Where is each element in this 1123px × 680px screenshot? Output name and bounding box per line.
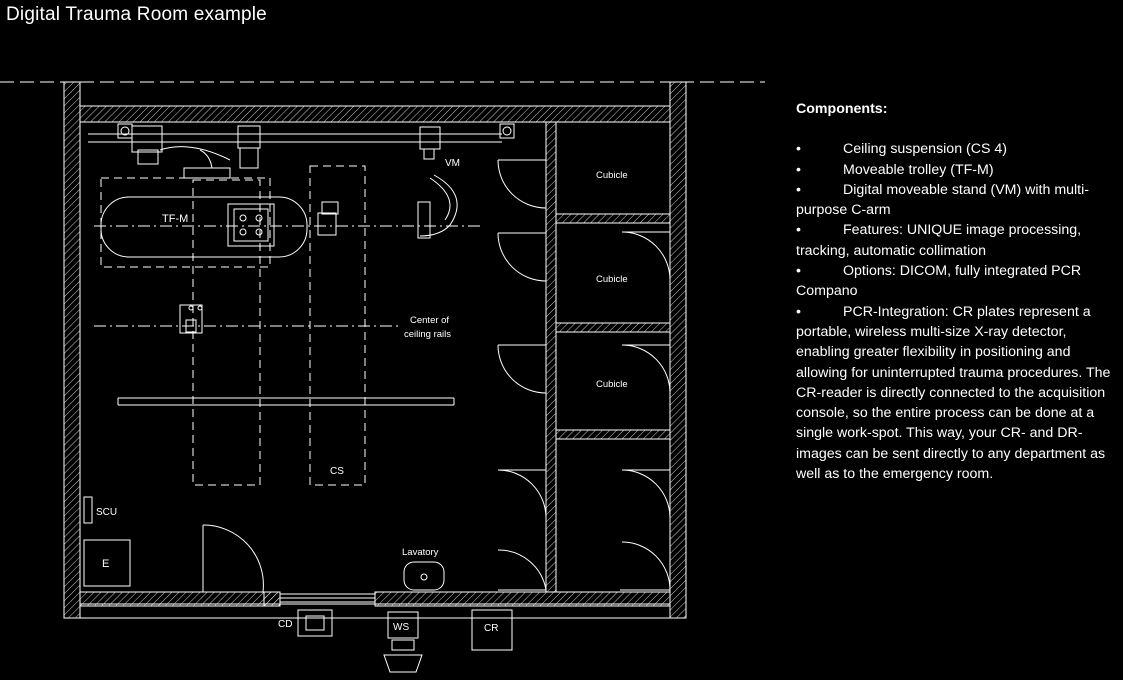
tfm-label: TF-M [162, 213, 188, 225]
components-list: Ceiling suspension (CS 4) Moveable troll… [796, 139, 1120, 484]
floor-plan: VM TF-M Cubicle Cubicle Cubicle Center o… [0, 81, 765, 673]
moveable-trolley-tfm [100, 196, 308, 258]
component-item-features: Features: UNIQUE image processing, track… [796, 220, 1120, 261]
component-item-pcr-integration: PCR-Integration: CR plates represent a p… [796, 302, 1120, 485]
cubicle-label-1: Cubicle [596, 170, 628, 181]
detector-symbol [179, 304, 203, 334]
component-item-options: Options: DICOM, fully integrated PCR Com… [796, 261, 1120, 302]
component-item-moveable-trolley: Moveable trolley (TF-M) [796, 160, 1120, 181]
ceiling-suspension-carriages [117, 123, 515, 179]
lavatory-label: Lavatory [402, 547, 439, 558]
cubicle-label-2: Cubicle [596, 274, 628, 285]
page-title: Digital Trauma Room example [6, 4, 267, 25]
cr-label: CR [484, 623, 498, 634]
e-label: E [102, 558, 109, 570]
center-of-ceiling-rails-line2: ceiling rails [404, 329, 451, 340]
ws-label: WS [393, 622, 409, 633]
doors [202, 122, 671, 593]
cs-label: CS [330, 466, 344, 477]
digital-moveable-stand-vm [317, 174, 458, 239]
ceiling-rail-guides [88, 133, 502, 486]
room-equipment [83, 496, 513, 673]
component-item-digital-stand: Digital moveable stand (VM) with multi-p… [796, 180, 1120, 221]
bottom-wall-openings [263, 591, 375, 607]
scu-label: SCU [96, 507, 117, 518]
components-heading: Components: [796, 101, 888, 117]
components-panel: Components: Ceiling suspension (CS 4) Mo… [796, 99, 1120, 484]
cubicle-label-3: Cubicle [596, 379, 628, 390]
vm-label: VM [445, 158, 460, 169]
component-item-ceiling-suspension: Ceiling suspension (CS 4) [796, 139, 1120, 160]
outer-walls [63, 81, 687, 619]
center-of-ceiling-rails-line1: Center of [410, 315, 449, 326]
cd-label: CD [278, 619, 292, 630]
cubicle-walls [545, 121, 671, 593]
